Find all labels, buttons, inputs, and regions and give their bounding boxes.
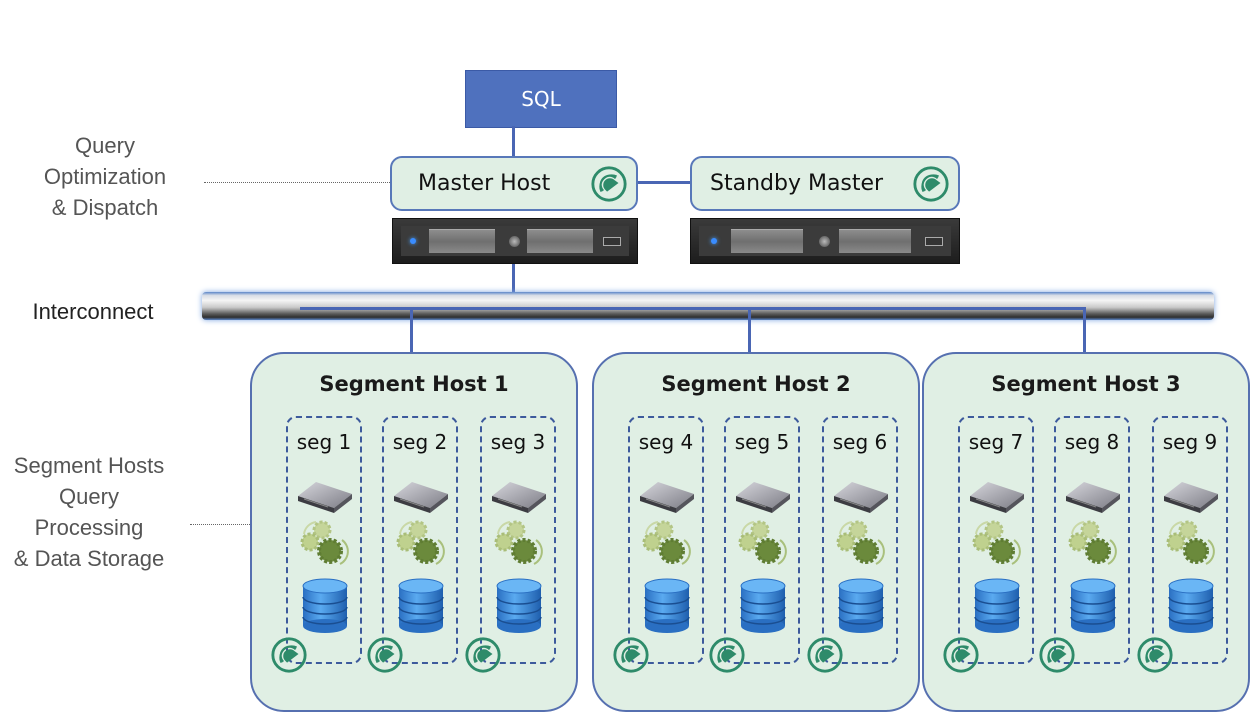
server-icon (1066, 482, 1120, 513)
segment-host-1: Segment Host 1 seg 1 seg 2 seg 3 (250, 352, 578, 712)
database-icon (496, 578, 542, 633)
label-line: Query (59, 484, 119, 509)
gears-icon (494, 520, 543, 565)
segment-label: seg 3 (490, 430, 546, 454)
label-line: Query (75, 133, 135, 158)
segment-label: seg 8 (1064, 430, 1120, 454)
segment-instance: seg 4 (628, 416, 704, 664)
greenplum-logo-icon (709, 637, 745, 673)
segment-host-2: Segment Host 2 seg 4 seg 5 seg 6 (592, 352, 920, 712)
greenplum-logo-icon (1137, 637, 1173, 673)
database-icon (1070, 578, 1116, 633)
label-line: Processing (34, 515, 144, 540)
segment-host-1-connector (410, 307, 413, 353)
label-line: & Data Storage (13, 546, 165, 571)
segment-instance: seg 5 (724, 416, 800, 664)
greenplum-logo-icon (367, 637, 403, 673)
master-tier-leader-line (204, 182, 390, 183)
segment-instance: seg 6 (822, 416, 898, 664)
server-icon (834, 482, 888, 513)
segment-tier-leader-line (190, 524, 250, 525)
segment-instance: seg 1 (286, 416, 362, 664)
database-icon (838, 578, 884, 633)
greenplum-logo-icon (613, 637, 649, 673)
greenplum-logo-icon (465, 637, 501, 673)
segment-label: seg 6 (832, 430, 888, 454)
segment-instance: seg 2 (382, 416, 458, 664)
greenplum-logo-icon (807, 637, 843, 673)
server-icon (640, 482, 694, 513)
standby-master-box: Standby Master (690, 156, 960, 211)
label-line: & Dispatch (51, 195, 159, 220)
segment-label: seg 7 (968, 430, 1024, 454)
segment-host-3: Segment Host 3 seg 7 seg 8 seg 9 (922, 352, 1250, 712)
segment-label: seg 2 (392, 430, 448, 454)
gears-icon (300, 520, 349, 565)
segment-label: seg 4 (638, 430, 694, 454)
server-icon (970, 482, 1024, 513)
greenplum-logo-icon (1039, 637, 1075, 673)
master-to-interconnect-connector (512, 264, 515, 309)
gears-icon (972, 520, 1021, 565)
interconnect-bus (202, 292, 1214, 320)
segment-label: seg 5 (734, 430, 790, 454)
label-line: Segment Hosts (13, 453, 165, 478)
database-icon (644, 578, 690, 633)
greenplum-logo-icon (943, 637, 979, 673)
segment-instance: seg 7 (958, 416, 1034, 664)
gears-icon (836, 520, 885, 565)
label-line: Optimization (43, 164, 167, 189)
server-icon (298, 482, 352, 513)
gears-icon (396, 520, 445, 565)
standby-server-icon (690, 218, 960, 264)
greenplum-logo-icon (591, 166, 627, 202)
sql-to-master-connector (512, 126, 515, 156)
segment-label: seg 1 (296, 430, 352, 454)
master-standby-connector (638, 181, 690, 184)
greenplum-logo-icon (913, 166, 949, 202)
server-icon (736, 482, 790, 513)
segment-instance: seg 9 (1152, 416, 1228, 664)
database-icon (974, 578, 1020, 633)
interconnect-label: Interconnect (32, 299, 154, 324)
server-icon (1164, 482, 1218, 513)
gears-icon (642, 520, 691, 565)
segment-label: seg 9 (1162, 430, 1218, 454)
segment-instance: seg 8 (1054, 416, 1130, 664)
master-tier-label: Query Optimization & Dispatch (30, 130, 180, 223)
segment-host-3-connector (1083, 307, 1086, 353)
database-icon (740, 578, 786, 633)
interconnect-distribution-line (300, 307, 1085, 310)
greenplum-logo-icon (271, 637, 307, 673)
gears-icon (738, 520, 787, 565)
segment-host-title: Segment Host 2 (661, 372, 851, 396)
database-icon (302, 578, 348, 633)
master-server-icon (392, 218, 638, 264)
server-icon (492, 482, 546, 513)
standby-master-label: Standby Master (710, 171, 884, 196)
segment-host-title: Segment Host 3 (991, 372, 1181, 396)
segment-instance: seg 3 (480, 416, 556, 664)
gears-icon (1166, 520, 1215, 565)
database-icon (398, 578, 444, 633)
sql-box: SQL (465, 70, 617, 128)
database-icon (1168, 578, 1214, 633)
server-icon (394, 482, 448, 513)
segment-host-2-connector (748, 307, 751, 353)
master-host-label: Master Host (418, 171, 551, 196)
gears-icon (1068, 520, 1117, 565)
master-host-box: Master Host (390, 156, 638, 211)
segment-host-title: Segment Host 1 (319, 372, 509, 396)
sql-label: SQL (521, 87, 561, 111)
segment-tier-label: Segment Hosts Query Processing & Data St… (0, 450, 184, 574)
